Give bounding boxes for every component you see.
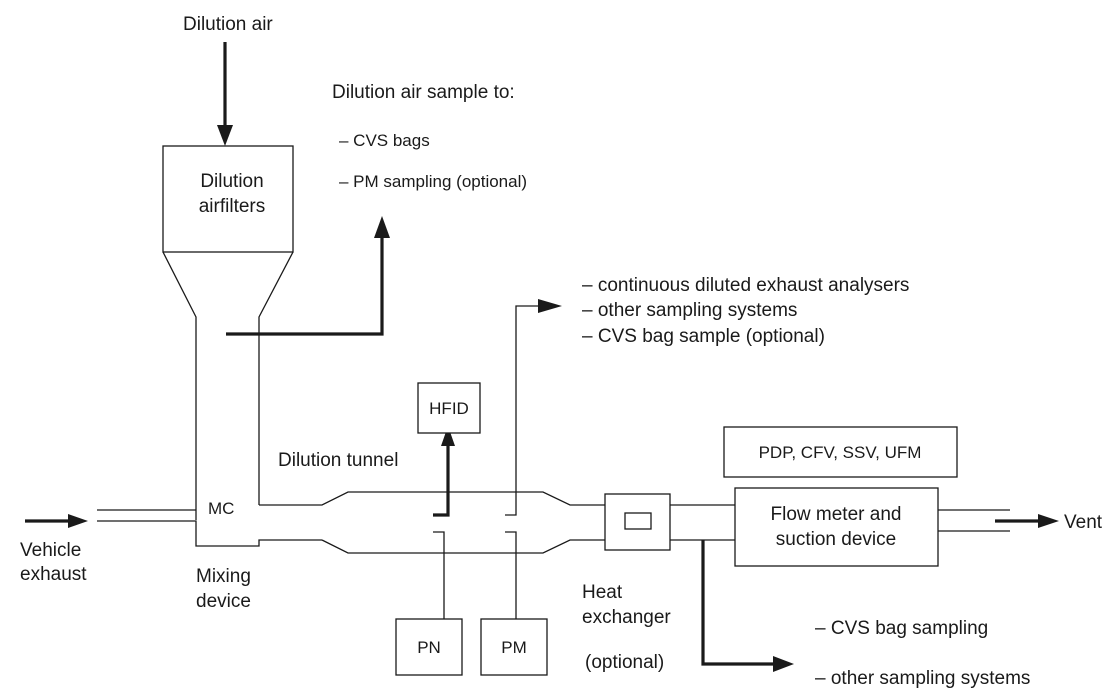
mixing-device-label-line1: Mixing [196,566,251,587]
vehicle-exhaust-label-line2: exhaust [20,564,87,585]
mixing-device-label-line2: device [196,591,251,612]
pn-box [395,618,463,676]
hfid-arrow-head [441,426,455,446]
dilution-air-arrow-head [217,125,233,146]
continuous-output-item-2: – other sampling systems [582,300,797,321]
exhaust-pipe-bottom [97,520,322,547]
dilution-airfilters-box [162,145,294,253]
bag-output-item-1: – CVS bag sampling [815,618,988,639]
bag-output-item-2: – other sampling systems [815,668,1030,688]
dilution-air-sample-item-pm-sampling: – PM sampling (optional) [339,172,527,191]
dilution-air-sample-item-cvs-bags: – CVS bags [339,131,430,150]
dilution-airfilters-label-line2: airfilters [199,196,266,217]
vent-arrow-head [1038,514,1059,528]
pm-box [480,618,548,676]
pm-probe-line [505,531,517,647]
dilution-tunnel-top-wall [259,491,605,506]
heat-exchanger-core [624,512,652,530]
pn-label: PN [417,638,441,657]
heat-exchanger-label-line2: exchanger [582,607,671,628]
hfid-probe-line [433,442,450,517]
hfid-box [417,382,481,434]
dilution-airfilters-label-line1: Dilution [200,171,263,192]
vehicle-exhaust-label-line1: Vehicle [20,540,81,561]
bag-sampling-arrow-head [773,656,794,672]
dilution-tunnel-bottom-wall [321,539,605,554]
flow-meter-label-line1: Flow meter and [771,504,902,525]
flow-meter-label-line2: suction device [776,529,896,550]
heat-exchanger-optional-label: (optional) [585,652,664,673]
vehicle-exhaust-arrow-head [68,514,88,528]
flow-meter-types-box [723,426,958,478]
continuous-sampling-probe-line [505,305,540,516]
funnel-left-wall [162,251,197,520]
flow-meter-types-label: PDP, CFV, SSV, UFM [759,443,922,462]
dilution-air-sample-arrow-head [374,216,390,238]
mc-label: MC [208,499,234,518]
vent-label: Vent [1064,512,1103,533]
dilution-tunnel-label: Dilution tunnel [278,450,398,471]
pm-label: PM [501,638,527,657]
bag-sampling-line [701,540,775,666]
continuous-sampling-arrow-head [538,299,562,313]
continuous-output-item-3: – CVS bag sample (optional) [582,326,825,347]
dilution-air-sample-heading: Dilution air sample to: [332,82,515,103]
heat-exchanger-label-line1: Heat [582,582,623,603]
funnel-right-wall [258,251,294,505]
continuous-output-item-1: – continuous diluted exhaust analysers [582,275,909,296]
dilution-air-label: Dilution air [183,14,273,35]
hfid-label: HFID [429,399,469,418]
dilution-air-sample-line [226,236,384,336]
flow-meter-box [734,487,939,567]
pn-probe-line [433,531,445,647]
